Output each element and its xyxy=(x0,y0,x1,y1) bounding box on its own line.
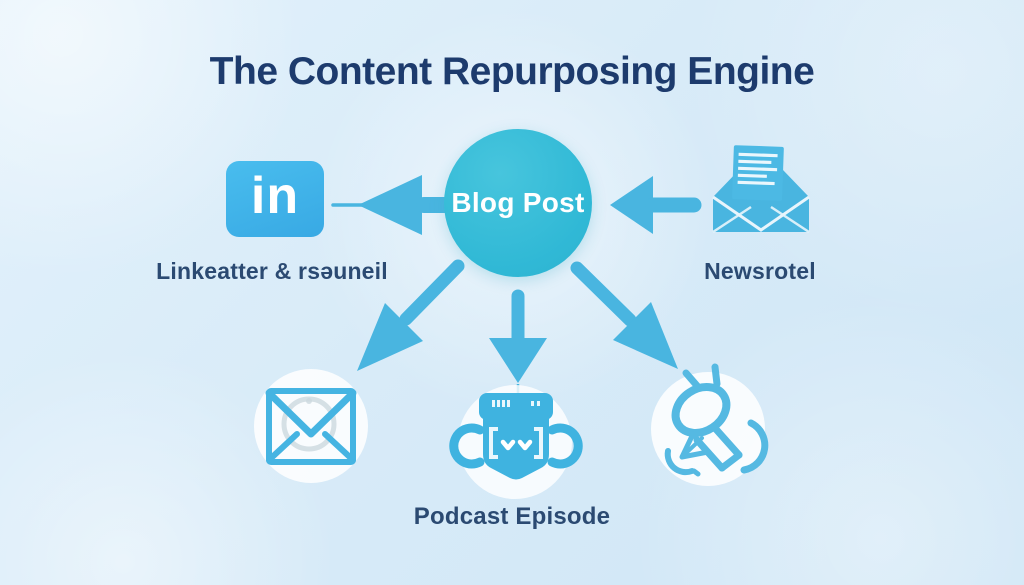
arrow-blogpost-to-linkedin xyxy=(331,175,463,235)
robot-headset-icon xyxy=(449,385,583,499)
page-title: The Content Repurposing Engine xyxy=(209,50,815,93)
magnifier-insight-icon xyxy=(651,363,769,486)
blog-post-node: Blog Post xyxy=(444,129,592,277)
arrow-blogpost-to-email xyxy=(357,259,465,371)
envelope-outline-icon xyxy=(254,369,368,483)
email-backdrop-circle xyxy=(254,369,368,483)
newsletter-label: Newsrotel xyxy=(704,258,816,284)
blog-post-label: Blog Post xyxy=(451,187,585,218)
linkedin-icon: in xyxy=(226,161,324,237)
arrow-blogpost-to-search xyxy=(570,261,678,369)
linkedin-icon-text: in xyxy=(250,167,300,225)
linkedin-label: Linkeatter & rsəuneil xyxy=(156,258,388,284)
arrow-newsletter-to-blogpost xyxy=(610,176,702,234)
podcast-label: Podcast Episode xyxy=(413,503,611,530)
open-envelope-newsletter-icon xyxy=(712,145,810,234)
